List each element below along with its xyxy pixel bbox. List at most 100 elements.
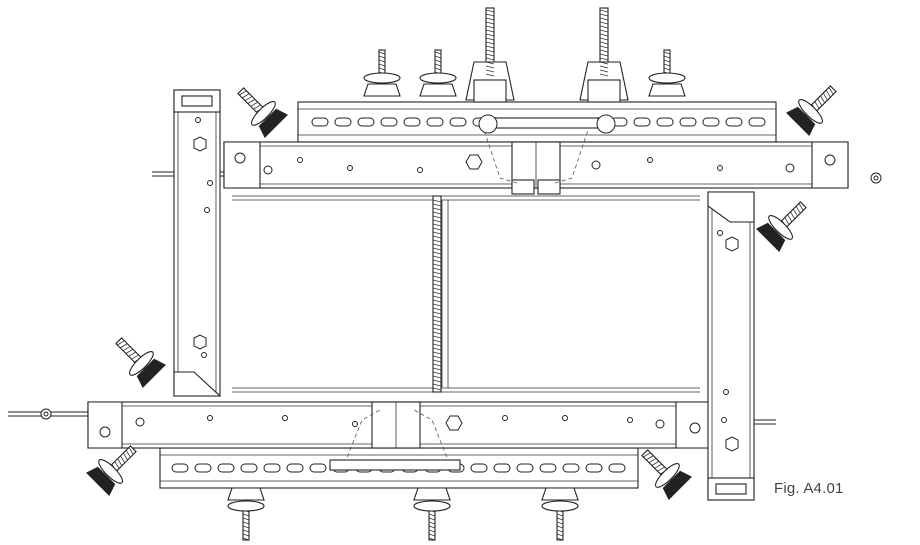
thread-line [432,343,442,347]
thread-line [432,219,442,223]
thread-line [432,311,442,315]
thread-line [822,92,828,101]
thread-line [651,460,660,466]
thread-line [378,55,386,59]
thread-line [434,51,442,55]
thread-line [128,351,136,357]
thread-line [599,41,609,45]
thread-line [434,59,442,63]
clamp-pad [413,487,451,501]
rail-slot [679,117,697,127]
rail-slot [286,463,304,473]
clamp-jaw [756,222,786,252]
thread-line [663,51,671,55]
top-channel-rail [297,101,777,143]
thread-line [378,63,386,67]
thread-line [657,466,665,472]
thread-line [432,347,442,351]
thread-line [432,243,442,247]
thread-line [247,98,256,104]
thread-line [125,449,131,458]
clamp-jaw [258,108,288,138]
thread-line [242,537,250,541]
thread-line [790,211,796,220]
thread-line [122,452,128,461]
thread-line [432,295,442,299]
thread-line [125,348,134,354]
left-vertical-post [173,89,222,397]
thread-line [434,67,442,71]
thread-line [432,215,442,219]
clamp-jaw [786,106,816,136]
rail-slot [516,463,534,473]
thread-line [120,455,126,464]
wing-knob [129,351,154,376]
rail-slot [608,463,626,473]
clamp-pad [227,487,265,501]
thread-line [485,33,495,37]
rail-slot [263,463,281,473]
thread-line [114,461,120,469]
thread-line [432,371,442,375]
thread-line [432,279,442,283]
thread-line [485,29,495,33]
thread-line [485,21,495,25]
thread-line [556,517,564,521]
thread-line [432,255,442,259]
thread-line [599,73,609,77]
thread-line [432,387,442,391]
thread-line [432,315,442,319]
thread-line [432,367,442,371]
corner-clamp [86,445,137,496]
thread-line [485,73,495,77]
thread-line [119,343,128,349]
thread-line [599,13,609,17]
thread-line [432,299,442,303]
thread-line [556,537,564,541]
clamp-pad [363,83,401,97]
corner-clamp [786,85,837,136]
thread-line [485,65,495,69]
clamp-jaw [86,466,116,496]
rail-slot [311,117,329,127]
rail-slot [217,463,235,473]
thread-line [556,525,564,529]
wing-knob [768,215,793,240]
thread-line [239,90,247,96]
thread-line [599,37,609,41]
clamp-pad [648,83,686,97]
bottom-cross-beam [8,401,776,471]
thread-line [432,359,442,363]
thread-line [599,25,609,29]
thread-line [122,346,131,352]
thread-line [663,63,671,67]
rail-slot [240,463,258,473]
wing-knob [227,500,265,512]
thread-line [242,525,250,529]
thread-line [663,59,671,63]
thread-line [643,452,651,458]
thread-line [432,363,442,367]
thread-line [428,517,436,521]
thread-line [599,49,609,53]
thread-line [428,537,436,541]
thread-line [117,340,125,346]
thread-line [599,65,609,69]
thread-line [378,51,386,55]
wing-knob [251,101,276,126]
thread-line [663,67,671,71]
wing-knob [413,500,451,512]
thread-line [432,303,442,307]
thread-line [378,67,386,71]
thread-line [784,217,790,225]
thread-line [485,25,495,29]
thread-line [485,13,495,17]
thread-line [798,203,804,211]
thread-line [599,17,609,21]
center-threaded-rod [432,195,442,393]
top-rack-gear [478,114,616,134]
thread-line [432,199,442,203]
thread-line [432,335,442,339]
clamp-pad [541,487,579,501]
thread-line [432,239,442,243]
